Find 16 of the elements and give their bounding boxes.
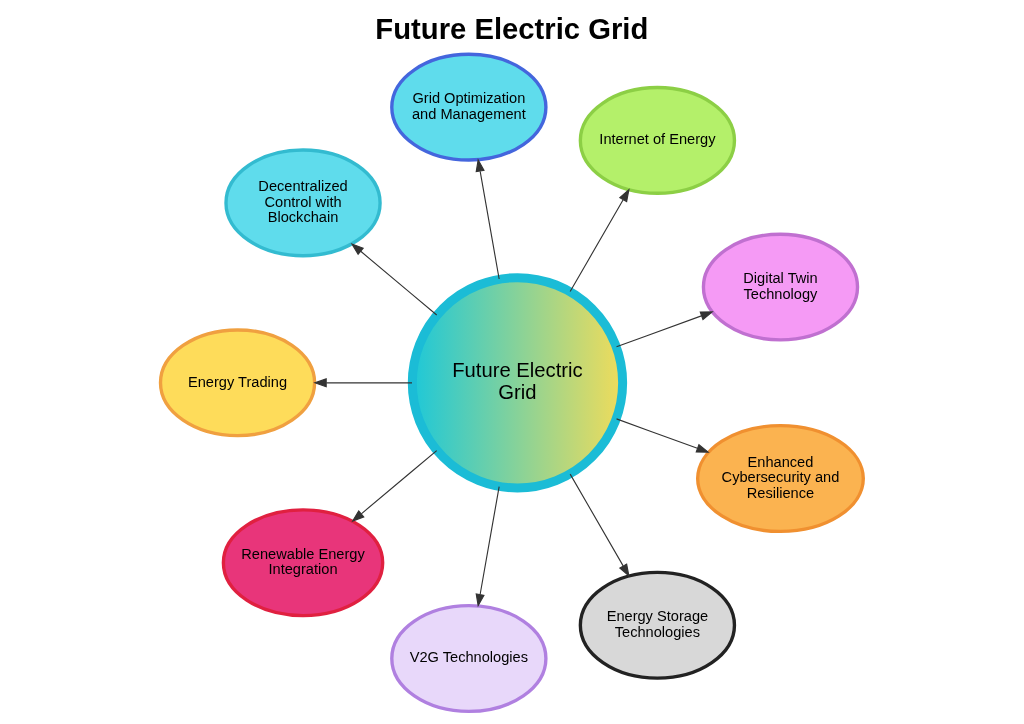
- node-ellipse: Energy Trading: [158, 328, 317, 438]
- arrow: [351, 450, 438, 523]
- arrow: [615, 418, 710, 453]
- arrow: [350, 242, 438, 316]
- node-ellipse: Grid Optimization and Management: [390, 52, 548, 162]
- arrow: [569, 473, 630, 578]
- arrow: [569, 188, 630, 293]
- arrow: [615, 311, 714, 348]
- node-circle: Future Electric Grid: [407, 273, 628, 493]
- arrow: [475, 486, 500, 608]
- arrow: [475, 158, 500, 280]
- arrow: [313, 378, 413, 388]
- diagram-title: Future Electric Grid: [375, 13, 649, 46]
- node-ellipse: Internet of Energy: [578, 85, 737, 195]
- node-ellipse: V2G Technologies: [390, 603, 548, 713]
- node-ellipse: Energy Storage Technologies: [578, 570, 737, 680]
